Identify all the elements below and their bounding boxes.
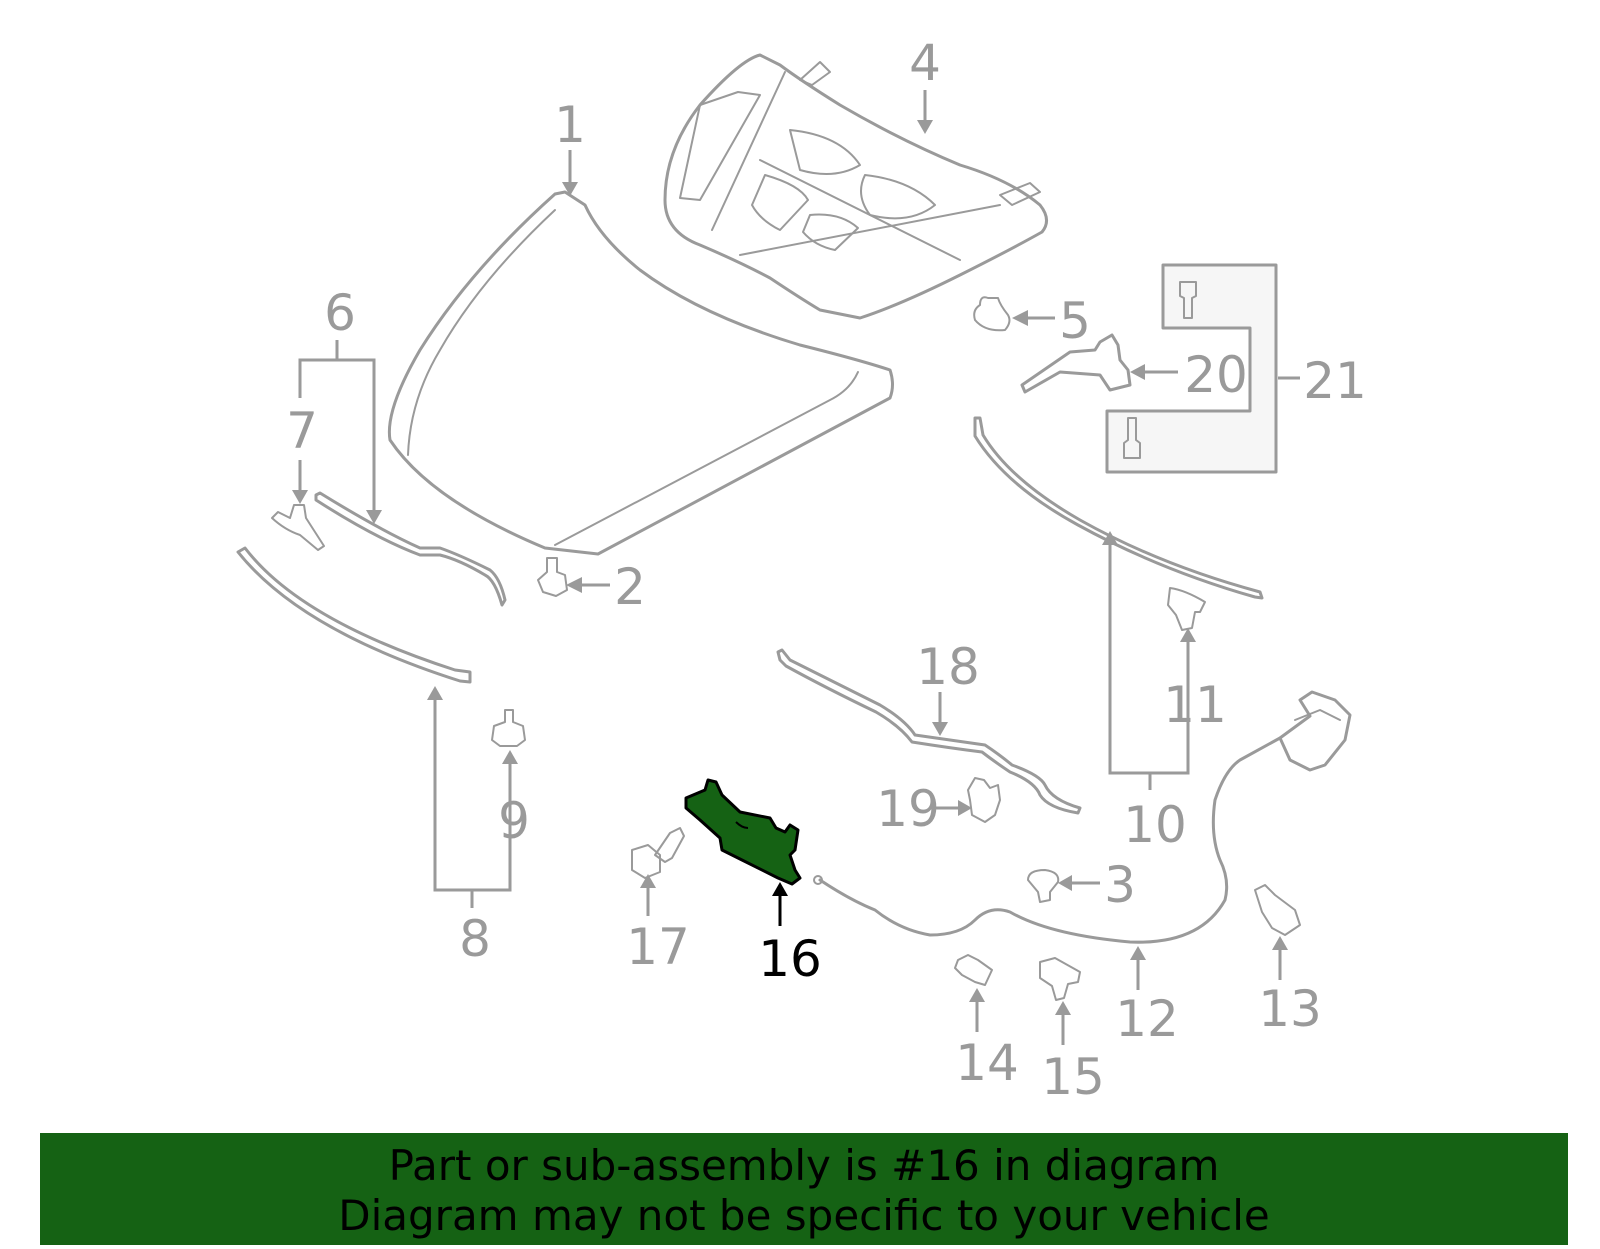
part-6-seal[interactable]	[314, 491, 507, 607]
callout-5: 5	[1059, 292, 1091, 350]
callout-8: 8	[459, 910, 491, 968]
part-20-hinge[interactable]	[1020, 333, 1132, 394]
callout-2: 2	[614, 558, 646, 616]
part-10-weatherstrip[interactable]	[973, 416, 1264, 600]
callout-20: 20	[1184, 346, 1248, 404]
callout-18: 18	[916, 638, 980, 696]
part-15-clip[interactable]	[1039, 957, 1081, 1001]
part-16-hood-latch[interactable]	[684, 778, 802, 886]
part-21-hinge-kit-box[interactable]	[1105, 263, 1278, 474]
part-4-hood-insulator[interactable]	[663, 53, 1048, 320]
callout-15: 15	[1041, 1048, 1105, 1106]
callout-19: 19	[876, 780, 940, 838]
part-14-clip[interactable]	[954, 954, 993, 986]
part-11-nozzle[interactable]	[1167, 587, 1206, 631]
part-2-bolt[interactable]	[537, 557, 568, 597]
callout-13: 13	[1258, 980, 1322, 1038]
callout-12: 12	[1115, 990, 1179, 1048]
callout-4: 4	[909, 34, 941, 92]
callout-21: 21	[1303, 352, 1367, 410]
part-13-clip[interactable]	[1254, 884, 1301, 936]
callout-14: 14	[955, 1034, 1019, 1092]
callout-10: 10	[1123, 796, 1187, 854]
part-17-bolt[interactable]	[631, 827, 685, 879]
part-8-seal[interactable]	[236, 546, 472, 684]
part-1-hood[interactable]	[387, 190, 894, 556]
part-5-bumper[interactable]	[973, 296, 1011, 332]
callout-1: 1	[554, 96, 586, 154]
callout-16: 16	[758, 930, 822, 988]
banner-line-1: Part or sub-assembly is #16 in diagram	[388, 1141, 1220, 1190]
callout-6: 6	[324, 284, 356, 342]
callout-7: 7	[286, 402, 318, 460]
hood-latch-highlight	[684, 778, 802, 886]
part-12-release-cable[interactable]	[813, 736, 1282, 944]
callout-labels: 1 2 3 4 5 6 7 8 9 10 11 12 13 14 15 16 1…	[286, 34, 1367, 1106]
callout-9: 9	[498, 792, 530, 850]
part-7-clip[interactable]	[271, 504, 325, 551]
part-9-clip[interactable]	[491, 709, 526, 747]
part-19-grommet[interactable]	[967, 777, 1001, 823]
leader-lines	[292, 90, 1300, 1045]
callout-17: 17	[626, 918, 690, 976]
banner-line-2: Diagram may not be specific to your vehi…	[338, 1191, 1270, 1240]
part-12-handle[interactable]	[1278, 690, 1352, 772]
info-banner: Part or sub-assembly is #16 in diagram D…	[40, 1133, 1568, 1245]
callout-11: 11	[1163, 676, 1227, 734]
part-3-bumper[interactable]	[1027, 869, 1060, 903]
callout-3: 3	[1104, 856, 1136, 914]
part-18-support-rod[interactable]	[776, 648, 1082, 815]
